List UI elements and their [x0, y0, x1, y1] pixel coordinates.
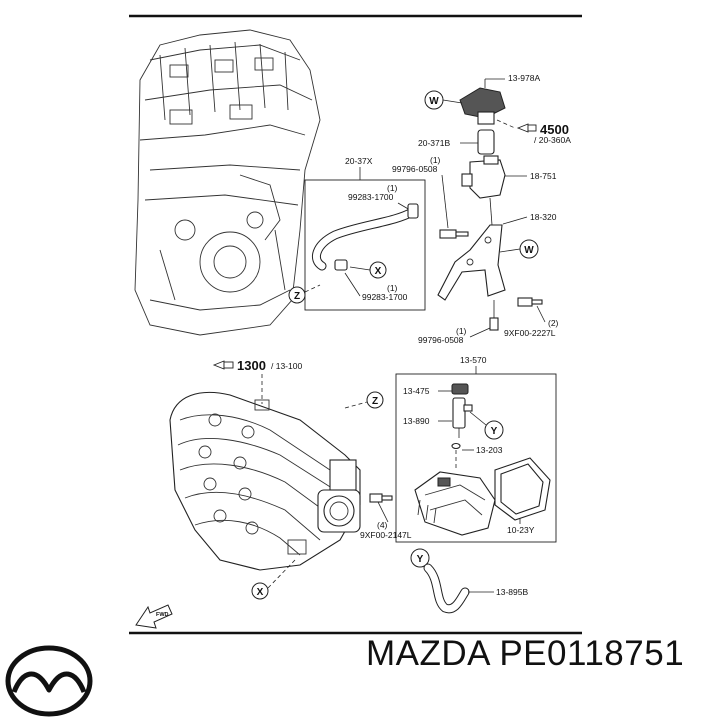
label-99283-1700-b: 99283-1700 — [362, 292, 408, 302]
callout-z-lower — [366, 391, 384, 409]
arrow-4500 — [516, 123, 537, 133]
svg-text:Z: Z — [294, 291, 300, 302]
oil-separator — [414, 471, 496, 536]
label-1300: 1300 — [237, 358, 266, 373]
fwd-arrow: FWD — [135, 604, 173, 629]
part-number: PE0118751 — [499, 634, 685, 673]
callout-w-lower-text: W — [524, 245, 534, 256]
purge-solenoid-18-751 — [461, 155, 506, 226]
label-13-570: 13-570 — [460, 355, 487, 365]
throttle-body — [317, 459, 361, 533]
callout-x-lower — [251, 582, 269, 600]
callout-x-lower-text: X — [257, 587, 264, 598]
label-13-978A: 13-978A — [508, 73, 540, 83]
hose-13-895B — [423, 563, 470, 614]
label-99283-1700-a: 99283-1700 — [348, 192, 394, 202]
label-13-203: 13-203 — [476, 445, 503, 455]
label-10-23Y: 10-23Y — [507, 525, 535, 535]
callout-x-upper-text: X — [375, 266, 382, 277]
fwd-label: FWD — [156, 612, 169, 618]
gasket-10-23Y — [494, 457, 551, 521]
label-9XF00-2147L: 9XF00-2147L — [360, 530, 412, 540]
label-4500: 4500 — [540, 122, 569, 137]
qty-1b: (1) — [387, 183, 398, 193]
bolt-lower — [489, 317, 499, 331]
label-99796-0508-b: 99796-0508 — [418, 335, 464, 345]
callout-y-upper — [484, 420, 504, 440]
qty-4: (4) — [377, 520, 388, 530]
brand-name: MAZDA — [366, 634, 490, 673]
footer-brand: MAZDA PE0118751 — [366, 634, 716, 684]
label-18-320: 18-320 — [530, 212, 557, 222]
qty-1d: (1) — [456, 326, 467, 336]
callout-w-upper-text: W — [429, 96, 439, 107]
pcv-valve-13-890 — [452, 397, 473, 438]
oring-13-203 — [451, 442, 461, 450]
label-13-895B: 13-895B — [496, 587, 528, 597]
label-9XF00-2227L: 9XF00-2227L — [504, 328, 556, 338]
hose-20-371B — [477, 129, 495, 155]
callout-y-upper-text: Y — [491, 426, 498, 437]
bolt-throttle — [369, 493, 393, 503]
label-13-475: 13-475 — [403, 386, 430, 396]
label-13-890: 13-890 — [403, 416, 430, 426]
qty-1a: (1) — [430, 155, 441, 165]
label-99796-0508-a: 99796-0508 — [392, 164, 438, 174]
qty-1c: (1) — [387, 283, 398, 293]
callout-y-lower-text: Y — [417, 554, 424, 565]
hose-20-37X — [311, 203, 419, 271]
qty-2: (2) — [548, 318, 559, 328]
label-20-371B: 20-371B — [418, 138, 450, 148]
engine-block — [134, 29, 321, 336]
label-20-37X: 20-37X — [345, 156, 373, 166]
label-20-360A: / 20-360A — [534, 135, 571, 145]
label-13-100: / 13-100 — [271, 361, 302, 371]
bracket-18-320 — [437, 224, 506, 301]
hose-group-box — [304, 179, 426, 311]
label-18-751: 18-751 — [530, 171, 557, 181]
assembly-13-570-box — [395, 373, 557, 543]
callout-z-lower-text: Z — [372, 396, 378, 407]
arrow-1300 — [212, 360, 234, 370]
connector-13-978A — [459, 87, 506, 125]
intake-manifold — [169, 391, 361, 571]
bolt-right — [517, 297, 543, 307]
bolt-upper — [439, 229, 469, 239]
callout-y-lower — [410, 548, 430, 568]
callout-z-upper: Z — [288, 284, 321, 304]
cap-13-475 — [451, 383, 469, 395]
mazda-logo — [5, 645, 93, 717]
